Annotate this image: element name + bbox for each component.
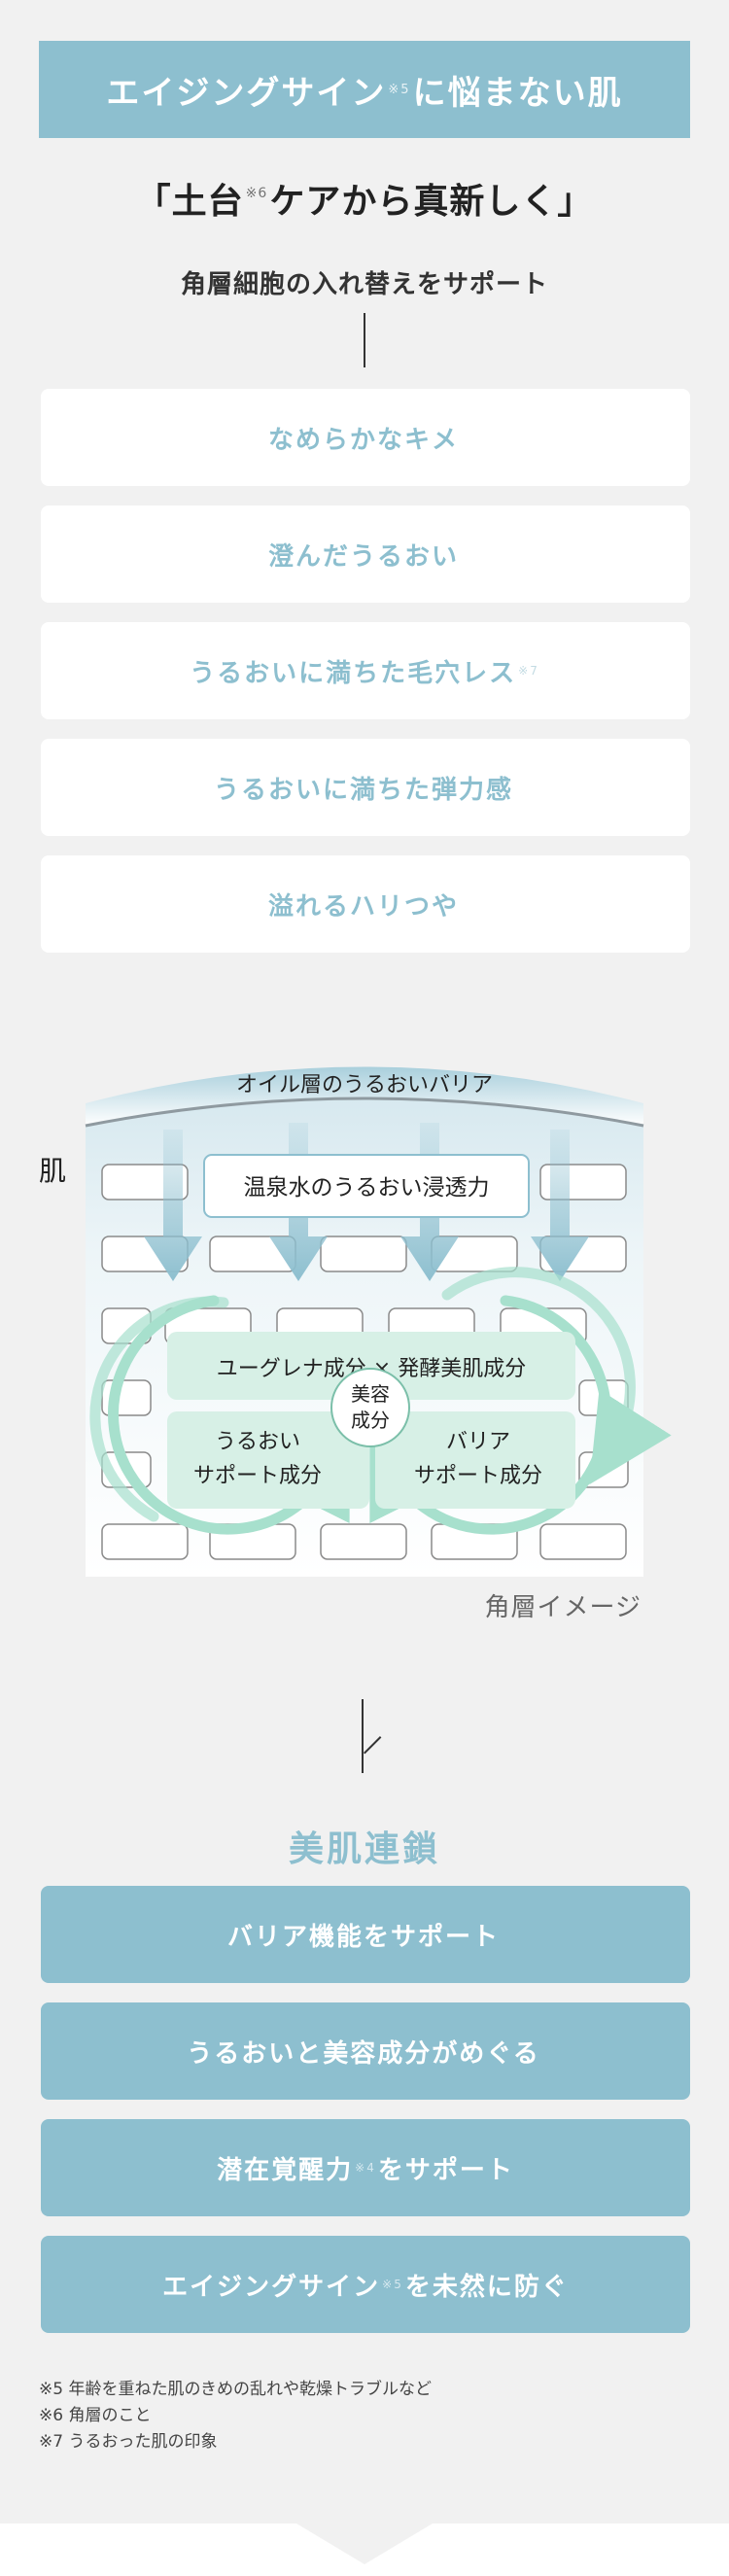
barrier-support-box	[375, 1411, 575, 1509]
header-footnote-ref: ※5	[388, 82, 411, 97]
subtitle: 角層細胞の入れ替えをサポート	[180, 270, 548, 299]
barrier-support-line1: バリア	[446, 1430, 510, 1454]
benefit-label: うるおいに満ちた弾力感	[213, 775, 513, 805]
moisture-support-line1: うるおい	[215, 1430, 300, 1454]
quote-title-a: 「土台	[135, 182, 244, 222]
chain-footnote-ref: ※5	[382, 2278, 403, 2291]
quote-title: 「土台※6ケアから真新しく」	[0, 173, 729, 224]
chain-title: 美肌連鎖	[288, 1829, 440, 1869]
benefit-card: 溢れるハリつや	[41, 855, 690, 953]
chain-card: バリア機能をサポート	[41, 1886, 690, 1983]
chain-footnote-ref: ※4	[355, 2161, 376, 2175]
oil-layer-band	[86, 1066, 643, 1126]
benefit-label: うるおいに満ちた毛穴レス	[190, 658, 517, 688]
euglena-box	[167, 1332, 575, 1400]
chain-connector-line	[362, 1699, 364, 1773]
benefit-card: うるおいに満ちた毛穴レス※7	[41, 622, 690, 719]
quote-title-b: ケアから真新しく」	[269, 182, 594, 222]
moisture-support-box	[167, 1411, 369, 1509]
chain-label: バリア機能をサポート	[226, 1922, 500, 1952]
barrier-support-line2: サポート成分	[414, 1464, 542, 1488]
quote-footnote-ref: ※6	[245, 186, 268, 201]
benefit-footnote-ref: ※7	[518, 664, 539, 678]
oil-layer-line	[85, 1097, 644, 1128]
header-title-b: に悩まない肌	[412, 73, 623, 113]
benefit-card: なめらかなキメ	[41, 389, 690, 486]
footnote: ※6 角層のこと	[39, 2406, 152, 2425]
footnote: ※7 うるおった肌の印象	[39, 2432, 218, 2452]
benefit-label: 溢れるハリつや	[267, 891, 459, 922]
benefit-label: 澄んだうるおい	[267, 541, 459, 572]
chain-card: うるおいと美容成分がめぐる	[41, 2002, 690, 2100]
beauty-ingredient-line2: 成分	[351, 1409, 390, 1432]
connector-line	[364, 313, 365, 367]
benefit-label: なめらかなキメ	[267, 425, 459, 455]
spring-water-box	[203, 1154, 530, 1218]
beauty-ingredient-circle	[330, 1368, 410, 1447]
beauty-ingredient-line1: 美容	[351, 1382, 390, 1406]
horny-layer-image-label: 角層イメージ	[484, 1593, 642, 1622]
down-chevron-icon	[296, 2524, 433, 2564]
header-title-a: エイジングサイン	[106, 73, 387, 113]
chain-connector-tick	[364, 1736, 382, 1755]
oil-layer-label: オイル層のうるおいバリア	[236, 1073, 493, 1097]
footnotes: ※5 年齢を重ねた肌のきめの乱れや乾燥トラブルなど ※6 角層のこと ※7 うる…	[39, 2377, 432, 2455]
circulation-arrows	[89, 1267, 672, 1535]
spring-water-label: 温泉水のうるおい浸透力	[244, 1175, 490, 1201]
skin-label: 肌	[39, 1155, 67, 1187]
benefit-card: 澄んだうるおい	[41, 505, 690, 603]
moisture-support-line2: サポート成分	[193, 1464, 322, 1488]
chain-label-b: をサポート	[377, 2155, 514, 2185]
chain-label-b: を未然に防ぐ	[404, 2272, 569, 2302]
chain-label: エイジングサイン	[162, 2272, 381, 2302]
footnote: ※5 年齢を重ねた肌のきめの乱れや乾燥トラブルなど	[39, 2380, 432, 2399]
horny-layer-diagram: オイル層のうるおいバリア 温泉水のうるおい浸透力	[85, 1066, 672, 1577]
chain-label: うるおいと美容成分がめぐる	[187, 2038, 540, 2069]
chain-label: 潜在覚醒力	[217, 2155, 354, 2185]
benefit-card: うるおいに満ちた弾力感	[41, 739, 690, 836]
